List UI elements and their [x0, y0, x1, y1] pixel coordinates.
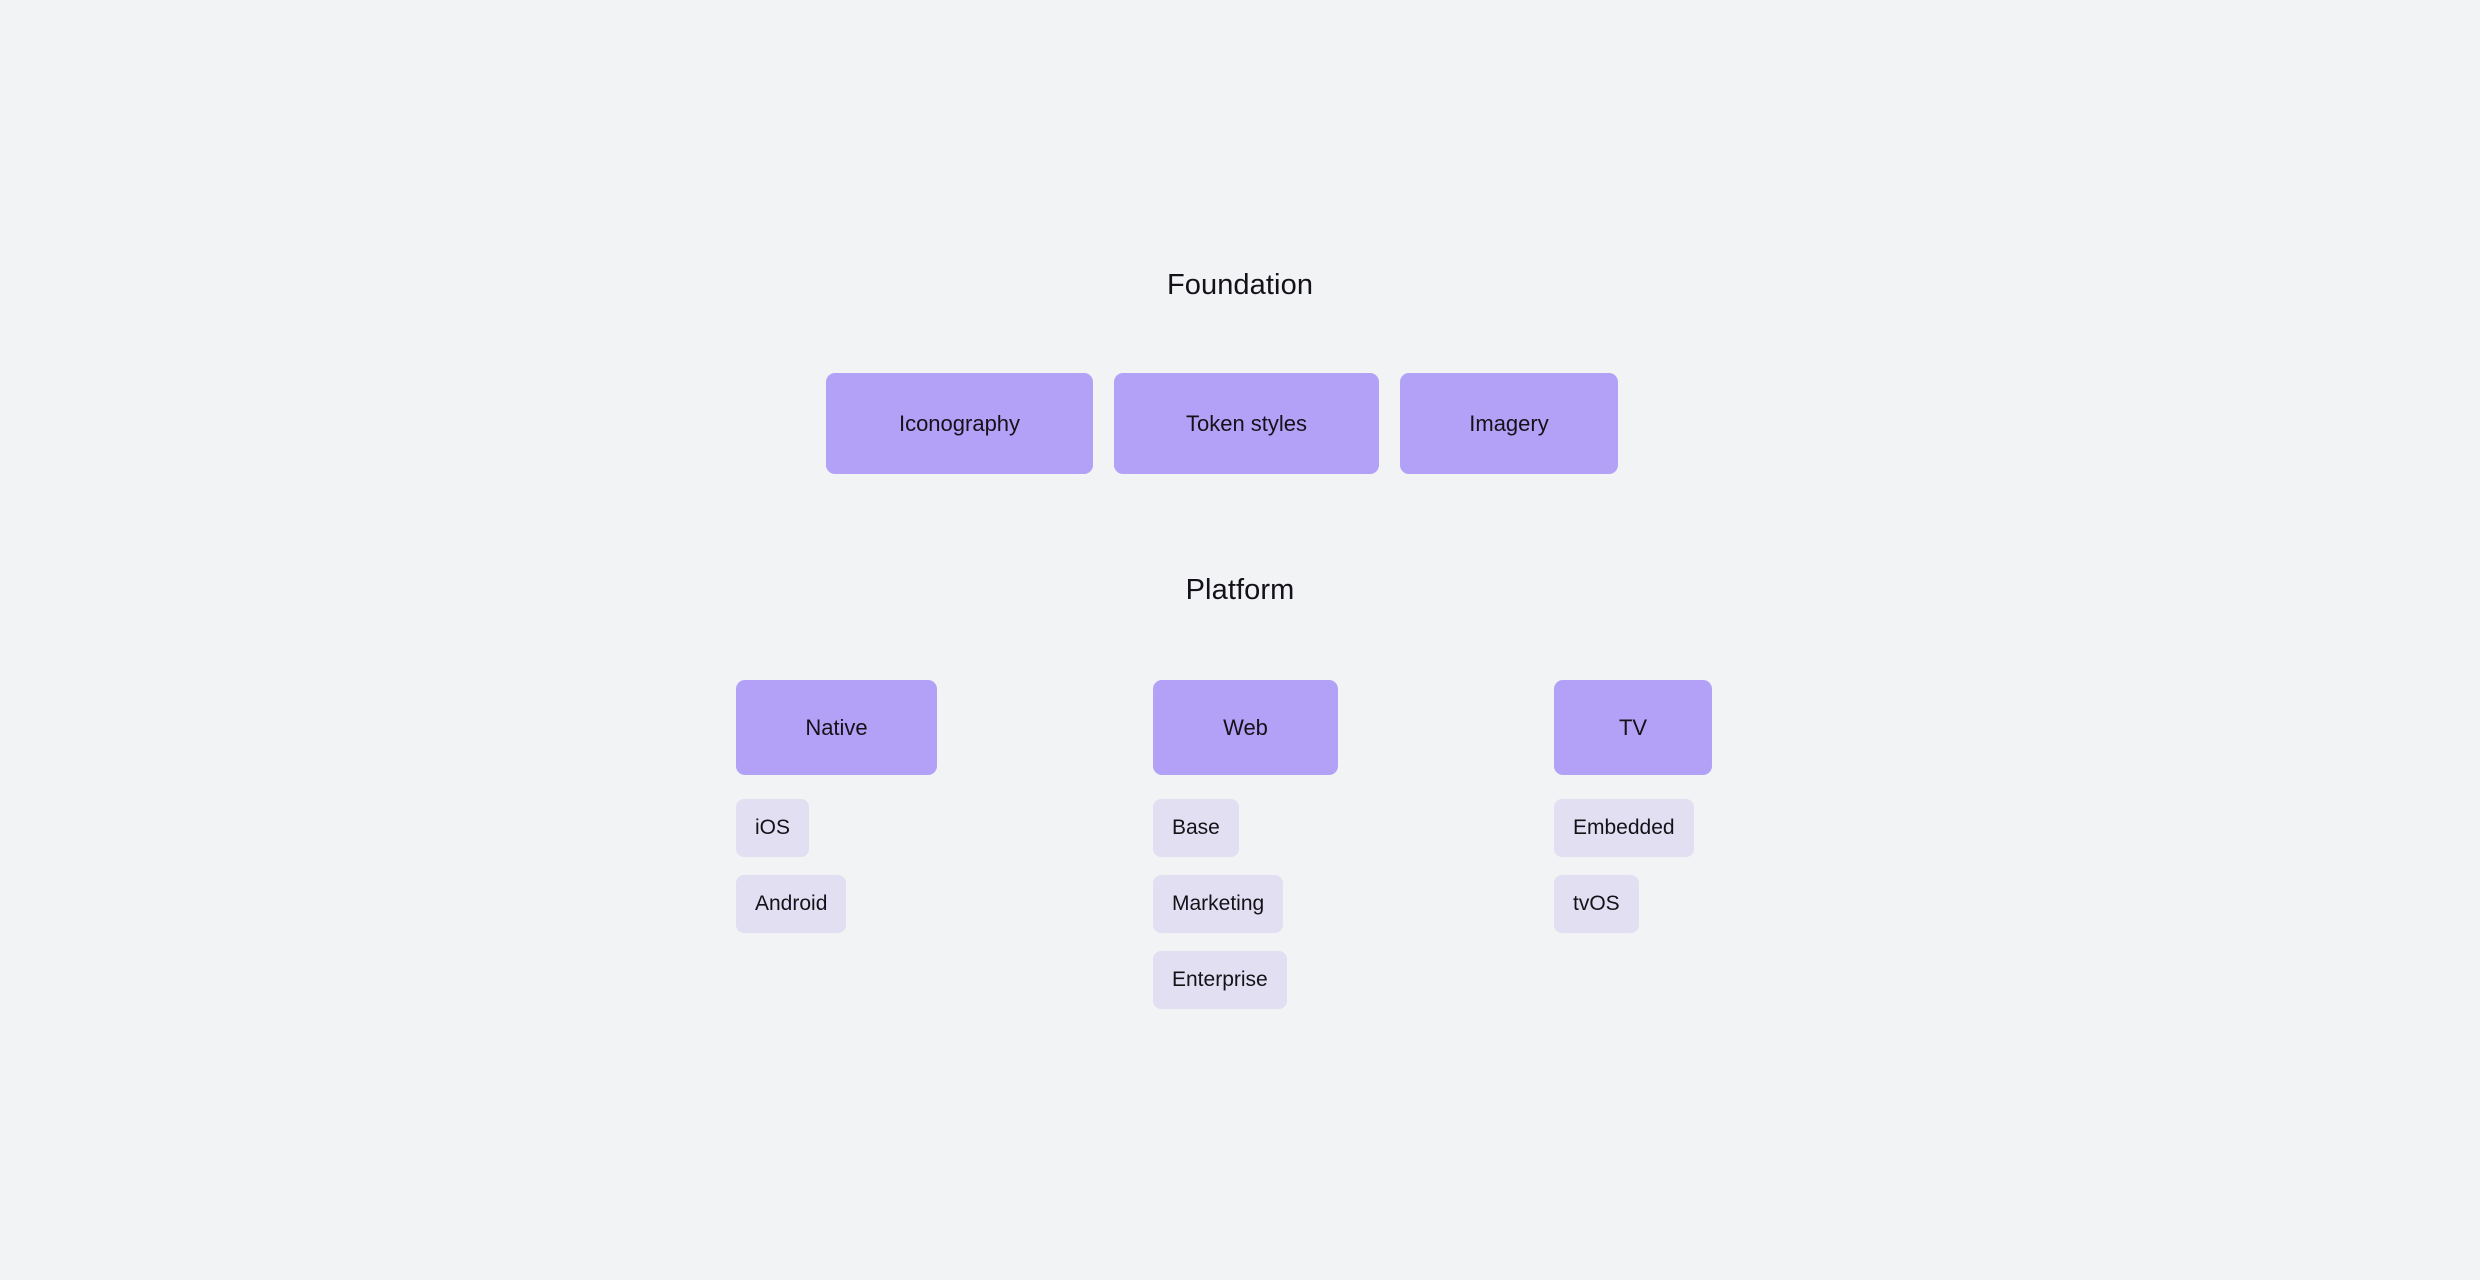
- platform-chip-enterprise-label: Enterprise: [1172, 968, 1268, 991]
- foundation-card-iconography-label: Iconography: [898, 410, 1021, 436]
- platform-chip-base-label: Base: [1172, 816, 1220, 839]
- platform-card-tv-label: TV: [1618, 714, 1648, 740]
- platform-chip-android[interactable]: Android: [736, 875, 847, 933]
- platform-card-web-label: Web: [1223, 714, 1268, 740]
- foundation-card-token-styles[interactable]: Token styles: [1114, 373, 1379, 474]
- platform-card-native[interactable]: Native: [736, 680, 937, 775]
- platform-chip-embedded[interactable]: Embedded: [1554, 799, 1694, 857]
- platform-card-tv[interactable]: TV: [1554, 680, 1712, 775]
- platform-chip-embedded-label: Embedded: [1573, 816, 1675, 839]
- platform-column-tv: TV Embedded tvOS: [1554, 680, 1712, 933]
- platform-card-native-label: Native: [805, 714, 868, 740]
- platform-chip-marketing-label: Marketing: [1172, 892, 1265, 915]
- platform-chip-enterprise[interactable]: Enterprise: [1153, 951, 1287, 1009]
- platform-chip-base[interactable]: Base: [1153, 799, 1239, 857]
- foundation-card-imagery-label: Imagery: [1469, 410, 1549, 436]
- foundation-card-token-styles-label: Token styles: [1185, 410, 1308, 436]
- platform-column-native: Native iOS Android: [736, 680, 937, 933]
- foundation-heading-text: Foundation: [1166, 269, 1314, 301]
- platform-column-web: Web Base Marketing Enterprise: [1153, 680, 1338, 1009]
- platform-chip-tvos-label: tvOS: [1573, 892, 1620, 915]
- platform-column-group: Native iOS Android Web Base Marketing En…: [0, 680, 2480, 1100]
- platform-chip-ios-label: iOS: [755, 816, 791, 839]
- foundation-section-heading: Foundation: [0, 268, 2480, 303]
- platform-card-web[interactable]: Web: [1153, 680, 1338, 775]
- foundation-card-row: Iconography Token styles Imagery: [826, 373, 1618, 474]
- platform-chip-marketing[interactable]: Marketing: [1153, 875, 1284, 933]
- platform-chip-ios[interactable]: iOS: [736, 799, 810, 857]
- platform-chip-android-label: Android: [755, 892, 828, 915]
- platform-section-heading: Platform: [0, 573, 2480, 608]
- foundation-card-iconography[interactable]: Iconography: [826, 373, 1093, 474]
- foundation-card-imagery[interactable]: Imagery: [1400, 373, 1618, 474]
- platform-chip-tvos[interactable]: tvOS: [1554, 875, 1639, 933]
- platform-heading-text: Platform: [1185, 574, 1295, 606]
